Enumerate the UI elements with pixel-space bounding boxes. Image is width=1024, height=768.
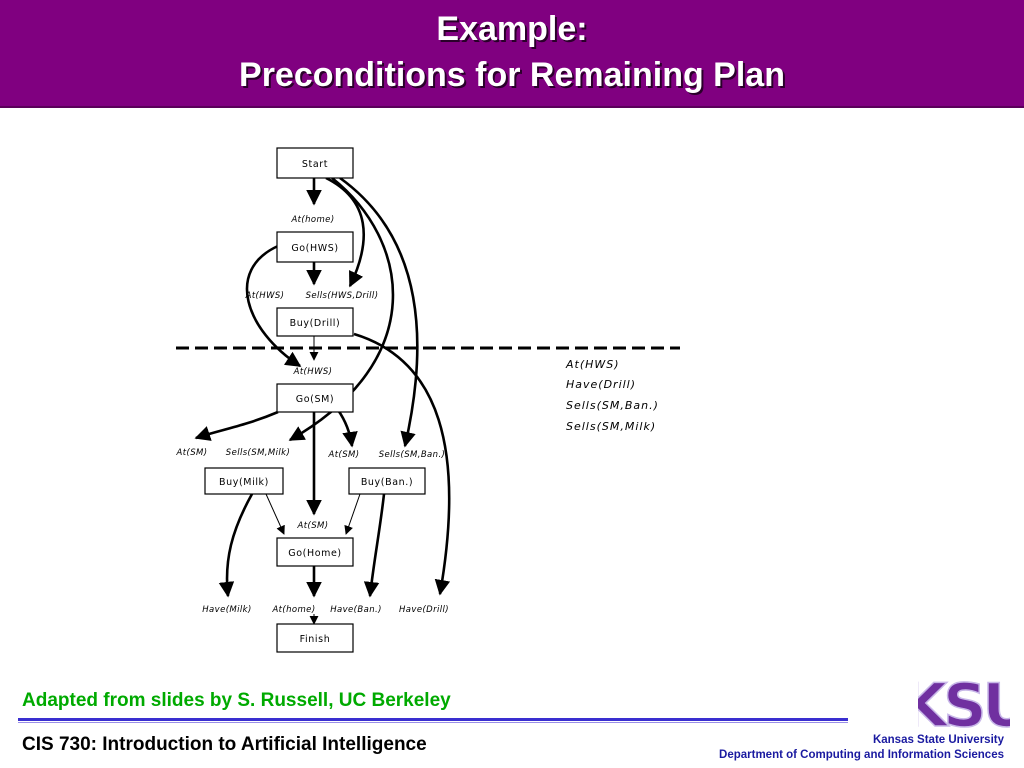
- cond-sells-hws-drill: Sells(HWS,Drill): [306, 291, 379, 301]
- link-buy-milk-to-have-milk: [218, 493, 254, 598]
- cond-at-home-final: At(home): [271, 605, 315, 615]
- link-start-to-sells-hws-drill: [325, 176, 365, 288]
- cond-at-hws-2: At(HWS): [293, 367, 333, 377]
- node-buy-milk: Buy(Milk): [204, 467, 284, 495]
- slide-title-line-2: Preconditions for Remaining Plan: [239, 56, 785, 94]
- partial-order-plan-diagram: Start Go(HWS) Buy(Drill) Go(SM) Buy(Milk…: [176, 147, 680, 653]
- order-buy-ban-to-go-home: [344, 493, 361, 535]
- footer-rule-thin: [18, 722, 848, 723]
- node-start-label: Start: [302, 159, 328, 170]
- slide-title-line-1: Example:: [436, 10, 588, 48]
- node-go-sm-label: Go(SM): [296, 394, 334, 405]
- source-credit: Adapted from slides by S. Russell, UC Be…: [22, 690, 451, 711]
- cond-have-drill: Have(Drill): [399, 605, 449, 615]
- course-title: CIS 730: Introduction to Artificial Inte…: [22, 734, 427, 755]
- link-go-hws-to-at-home: [245, 244, 302, 368]
- cond-have-milk: Have(Milk): [202, 605, 251, 615]
- node-go-hws-label: Go(HWS): [291, 243, 338, 254]
- cond-at-sm-ban: At(SM): [328, 450, 360, 460]
- node-start: Start: [276, 147, 354, 179]
- remaining-precondition: Sells(SM,Ban.): [566, 399, 659, 412]
- title-bar: Example: Preconditions for Remaining Pla…: [0, 0, 1024, 108]
- node-buy-drill-label: Buy(Drill): [290, 318, 341, 329]
- node-buy-ban-label: Buy(Ban.): [361, 477, 413, 488]
- node-buy-drill: Buy(Drill): [276, 307, 354, 337]
- cond-at-sm-milk: At(SM): [176, 448, 208, 458]
- node-go-sm: Go(SM): [276, 383, 354, 413]
- link-buy-ban-to-have-ban: [363, 493, 386, 598]
- cond-sells-sm-milk: Sells(SM,Milk): [226, 448, 290, 458]
- node-buy-ban: Buy(Ban.): [348, 467, 426, 495]
- node-go-home-label: Go(Home): [288, 548, 341, 559]
- cond-at-sm-home: At(SM): [297, 521, 329, 531]
- remaining-precondition: Sells(SM,Milk): [566, 420, 656, 433]
- footer-rule: [18, 718, 848, 721]
- remaining-precondition: At(HWS): [565, 358, 620, 371]
- cond-sells-sm-ban: Sells(SM,Ban.): [379, 450, 446, 460]
- university-name: Kansas State University: [872, 734, 1004, 746]
- node-go-home: Go(Home): [276, 537, 354, 567]
- remaining-precondition: Have(Drill): [566, 378, 636, 391]
- link-buy-drill-to-have-drill: [353, 332, 451, 596]
- cond-at-home: At(home): [290, 215, 334, 225]
- link-go-sm-to-at-sm-ban: [336, 409, 358, 448]
- node-go-hws: Go(HWS): [276, 231, 354, 263]
- ksu-logo-text: KSU: [918, 671, 1010, 734]
- order-buy-milk-to-go-home: [265, 493, 285, 535]
- link-start-to-sells-sm-ban: [339, 176, 419, 448]
- link-go-sm-to-at-sm-milk: [194, 410, 279, 441]
- node-buy-milk-label: Buy(Milk): [219, 477, 269, 488]
- node-finish-label: Finish: [300, 634, 331, 645]
- ksu-logo: KSU: [918, 670, 1010, 734]
- department-name: Department of Computing and Information …: [719, 749, 1004, 761]
- cond-have-ban: Have(Ban.): [330, 605, 382, 615]
- cond-at-hws: At(HWS): [245, 291, 285, 301]
- node-finish: Finish: [276, 623, 354, 653]
